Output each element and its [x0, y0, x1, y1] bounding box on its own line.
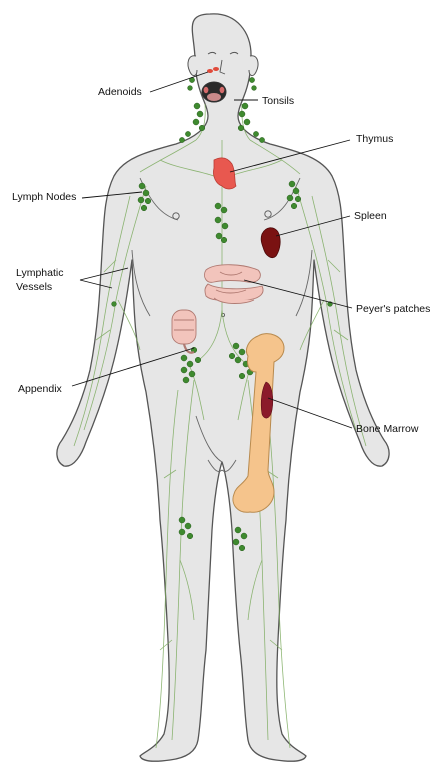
ear-left	[188, 56, 197, 76]
label-lymphatic-line1: Lymphatic	[16, 267, 63, 279]
label-tonsils: Tonsils	[262, 95, 294, 107]
body-silhouette	[57, 14, 389, 761]
tongue	[207, 93, 221, 101]
label-lymph-nodes: Lymph Nodes	[12, 191, 76, 203]
label-bone-marrow: Bone Marrow	[356, 423, 419, 435]
label-appendix: Appendix	[18, 383, 63, 395]
label-spleen: Spleen	[354, 210, 387, 222]
label-lymphatic-line2: Vessels	[16, 281, 52, 293]
label-adenoids: Adenoids	[98, 86, 142, 98]
label-peyers-patches: Peyer's patches	[356, 303, 430, 315]
ear-right	[249, 56, 258, 76]
label-thymus: Thymus	[356, 133, 393, 145]
